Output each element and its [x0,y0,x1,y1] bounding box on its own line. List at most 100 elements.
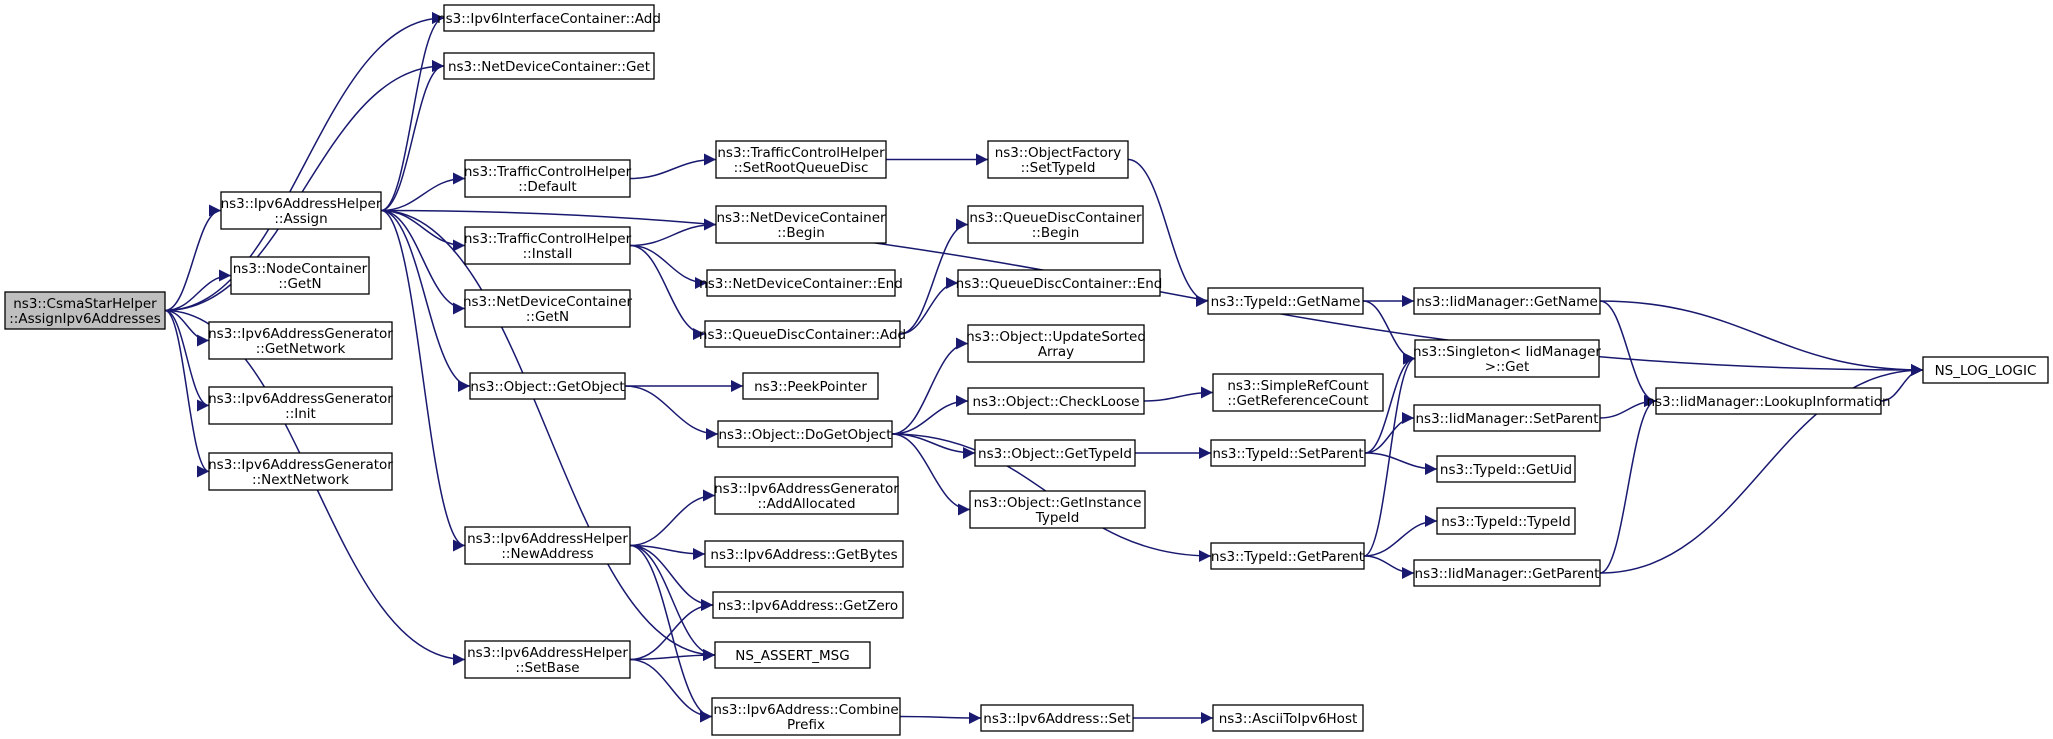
node-label: ns3::Ipv6AddressGenerator [208,457,393,473]
node-label: ns3::TypeId::GetParent [1211,549,1364,565]
node-nc_getn[interactable]: ns3::NodeContainer::GetN [230,256,370,295]
node-box [1413,559,1601,587]
node-tch_setroot[interactable]: ns3::TrafficControlHelper::SetRootQueueD… [715,140,887,179]
edge-tid_getname-to-singleton_get [1362,300,1416,365]
node-iim_lookup[interactable]: ns3::IidManager::LookupInformation [1646,387,1891,415]
node-ndc_begin[interactable]: ns3::NetDeviceContainer::Begin [715,205,887,244]
node-asciitoipv6host[interactable]: ns3::AsciiToIpv6Host [1212,704,1364,732]
edge-iah_newaddress-to-iag_addallocated [629,489,716,547]
node-qdc_begin[interactable]: ns3::QueueDiscContainer::Begin [967,205,1144,244]
node-of_settypeid[interactable]: ns3::ObjectFactory::SetTypeId [987,140,1129,179]
node-label: ::AddAllocated [757,496,855,512]
edge-obj_dogetobject-to-obj_getinstance [891,433,971,516]
node-label: ns3::AsciiToIpv6Host [1219,711,1358,727]
node-ipv6ic_add[interactable]: ns3::Ipv6InterfaceContainer::Add [437,4,661,32]
edge-iah_assign-to-ns_assert_msg [380,209,716,661]
node-ndc_getn[interactable]: ns3::NetDeviceContainer::GetN [463,289,633,328]
node-ndc_end[interactable]: ns3::NetDeviceContainer::End [699,269,903,297]
edge-tch_install-to-qdc_add [629,244,706,340]
node-label: ns3::NetDeviceContainer::End [699,276,903,292]
edge-obj_dogetobject-to-obj_checkloose [891,395,969,435]
node-box [1210,439,1366,467]
edge-iah_assign-to-ipv6ic_add [380,12,445,212]
node-tid_getparent[interactable]: ns3::TypeId::GetParent [1210,542,1365,570]
node-iah_assign[interactable]: ns3::Ipv6AddressHelper::Assign [220,191,382,230]
node-qdc_end[interactable]: ns3::QueueDiscContainer::End [956,269,1163,297]
edge-tch_install-to-ndc_end [629,244,708,289]
node-box [1436,455,1576,483]
node-iim_getparent[interactable]: ns3::IidManager::GetParent [1413,559,1601,587]
edge-obj_getobject-to-obj_dogetobject [624,385,719,440]
node-tch_default[interactable]: ns3::TrafficControlHelper::Default [464,159,632,198]
node-box [711,697,901,736]
node-tid_getname[interactable]: ns3::TypeId::GetName [1207,287,1364,315]
node-obj_getobject[interactable]: ns3::Object::GetObject [469,372,626,400]
node-iah_setbase[interactable]: ns3::Ipv6AddressHelper::SetBase [464,640,631,679]
node-tid_setparent[interactable]: ns3::TypeId::SetParent [1210,439,1366,467]
node-label: ns3::TypeId::GetName [1211,294,1361,310]
node-iag_nextnetwork[interactable]: ns3::Ipv6AddressGenerator::NextNetwork [208,452,393,491]
node-iah_newaddress[interactable]: ns3::Ipv6AddressHelper::NewAddress [464,526,631,565]
node-label: ns3::IidManager::GetParent [1415,566,1600,582]
node-obj_dogetobject[interactable]: ns3::Object::DoGetObject [717,420,893,448]
node-ndc_get[interactable]: ns3::NetDeviceContainer::Get [443,52,655,80]
node-label: ns3::TrafficControlHelper [464,231,632,247]
node-box [1436,507,1576,535]
node-iim_getname[interactable]: ns3::IidManager::GetName [1413,287,1601,315]
node-obj_gettypeid[interactable]: ns3::Object::GetTypeId [974,439,1136,467]
node-label: ns3::Object::DoGetObject [718,427,891,443]
node-box [974,439,1136,467]
node-label: ns3::Ipv6AddressHelper [467,531,628,547]
node-iim_setparent[interactable]: ns3::IidManager::SetParent [1413,404,1601,432]
edge-obj_checkloose-to-src_getrefcount [1143,386,1214,402]
node-tid_getuid[interactable]: ns3::TypeId::GetUid [1436,455,1576,483]
edge-tid_getparent-to-tid_typeid [1363,515,1438,557]
node-label: ns3::Ipv6InterfaceContainer::Add [437,11,661,27]
edge-iim_getparent-to-ns_log_logic [1599,364,1924,574]
edge-root-to-nc_getn [164,269,232,312]
node-label: ns3::IidManager::SetParent [1416,411,1599,427]
node-iag_init[interactable]: ns3::Ipv6AddressGenerator::Init [208,386,393,425]
edge-iah_setbase-to-ia_getzero [629,599,714,661]
node-box [1212,704,1364,732]
node-label: ::GetN [278,276,321,292]
node-box [464,159,631,198]
node-qdc_add[interactable]: ns3::QueueDiscContainer::Add [699,320,906,348]
node-box [208,386,393,425]
node-tch_install[interactable]: ns3::TrafficControlHelper::Install [464,226,632,265]
node-singleton_get[interactable]: ns3::Singleton< IidManager >::Get [1413,339,1601,378]
node-tid_typeid[interactable]: ns3::TypeId::TypeId [1436,507,1576,535]
edge-iah_assign-to-tch_install [380,209,466,252]
node-ia_getzero[interactable]: ns3::Ipv6Address::GetZero [712,591,904,619]
node-box [969,490,1146,529]
node-box [1655,387,1882,415]
node-label: ::SetBase [515,660,579,676]
node-box [220,191,382,230]
node-peekpointer[interactable]: ns3::PeekPointer [742,372,879,400]
edge-root-to-iah_assign [164,204,222,312]
edge-tch_default-to-tch_setroot [629,153,717,180]
node-label: ns3::NetDeviceContainer::Get [448,59,650,75]
node-ns_log_logic[interactable]: NS_LOG_LOGIC [1922,356,2049,384]
edge-ia_combineprefix-to-ia_set [899,711,982,724]
node-ia_getbytes[interactable]: ns3::Ipv6Address::GetBytes [704,540,904,568]
node-label: ns3::Ipv6AddressGenerator [714,481,899,497]
node-root[interactable]: ns3::CsmaStarHelper::AssignIpv6Addresses [4,291,166,330]
node-src_getrefcount[interactable]: ns3::SimpleRefCount::GetReferenceCount [1212,373,1384,412]
node-ia_set[interactable]: ns3::Ipv6Address::Set [980,704,1134,732]
node-iag_getnetwork[interactable]: ns3::Ipv6AddressGenerator::GetNetwork [208,321,393,360]
node-obj_checkloose[interactable]: ns3::Object::CheckLoose [967,387,1145,415]
node-label: ns3::Ipv6AddressHelper [221,196,382,212]
node-layer: ns3::CsmaStarHelper::AssignIpv6Addresses… [4,4,2049,736]
node-label: ::Assign [274,211,327,227]
node-label: ::Default [518,179,576,195]
node-box [464,526,631,565]
node-box [1413,404,1601,432]
node-iag_addallocated[interactable]: ns3::Ipv6AddressGenerator::AddAllocated [714,476,899,515]
node-label: >::Get [1485,359,1529,375]
node-ns_assert_msg[interactable]: NS_ASSERT_MSG [714,641,871,669]
